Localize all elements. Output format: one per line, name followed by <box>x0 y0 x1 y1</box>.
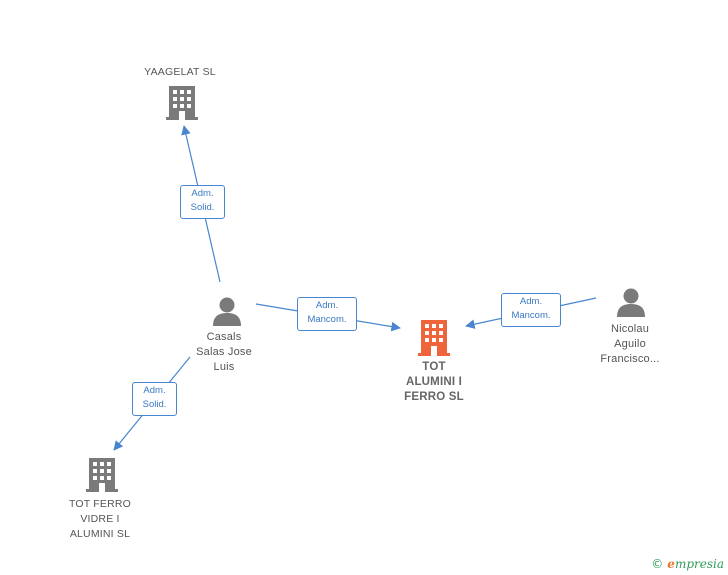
building-icon-main[interactable] <box>418 320 450 356</box>
copyright-icon: © <box>651 557 664 571</box>
building-icon[interactable] <box>166 86 198 120</box>
edge-label-nicolau-tot-alumini[interactable]: Adm. Mancom. <box>501 293 561 327</box>
node-label-line: VIDRE I <box>80 513 120 525</box>
node-label-line: TOT FERRO <box>68 498 132 510</box>
node-label-yaagelat: YAAGELAT SL <box>120 65 240 80</box>
node-label-tot-ferro: TOT FERRO VIDRE I ALUMINI SL <box>50 497 150 542</box>
node-label-line: ALUMINI I <box>405 376 463 388</box>
node-label-line: Aguilo <box>614 338 646 350</box>
node-label-line: Luis <box>213 361 235 373</box>
node-label-line: Salas Jose <box>196 346 252 358</box>
node-label-line: FERRO SL <box>404 391 464 403</box>
edge-label-line: Adm. <box>191 188 214 199</box>
edge-label-line: Adm. <box>315 300 339 311</box>
edge-label-casals-tot-alumini[interactable]: Adm. Mancom. <box>297 297 357 331</box>
node-label-tot-alumini: TOT ALUMINI I FERRO SL <box>384 360 484 405</box>
edge-label-casals-yaagelat[interactable]: Adm. Solid. <box>180 185 225 219</box>
edge-label-line: Mancom. <box>307 314 347 325</box>
edge-label-casals-tot-ferro[interactable]: Adm. Solid. <box>132 382 177 416</box>
edge-label-line: Solid. <box>190 202 215 213</box>
node-label-line: Nicolau <box>610 323 650 335</box>
person-icon[interactable] <box>616 287 646 317</box>
edge-label-line: Adm. <box>519 296 543 307</box>
node-label-line: YAAGELAT SL <box>144 66 216 78</box>
empresia-logo: ©empresia <box>651 557 724 571</box>
node-label-nicolau: Nicolau Aguilo Francisco... <box>584 322 676 367</box>
brand-initial: e <box>667 557 675 571</box>
node-label-line: Casals <box>206 331 242 343</box>
brand-name: mpresia <box>674 557 724 571</box>
building-icon[interactable] <box>86 458 118 492</box>
edge-label-line: Solid. <box>142 399 167 410</box>
person-icon[interactable] <box>212 296 242 326</box>
edge-label-line: Mancom. <box>511 310 551 321</box>
node-label-line: Francisco... <box>600 353 660 365</box>
node-label-line: ALUMINI SL <box>69 528 131 540</box>
edge-label-line: Adm. <box>143 385 166 396</box>
node-label-casals: Casals Salas Jose Luis <box>174 330 274 375</box>
node-label-line: TOT <box>422 361 446 373</box>
